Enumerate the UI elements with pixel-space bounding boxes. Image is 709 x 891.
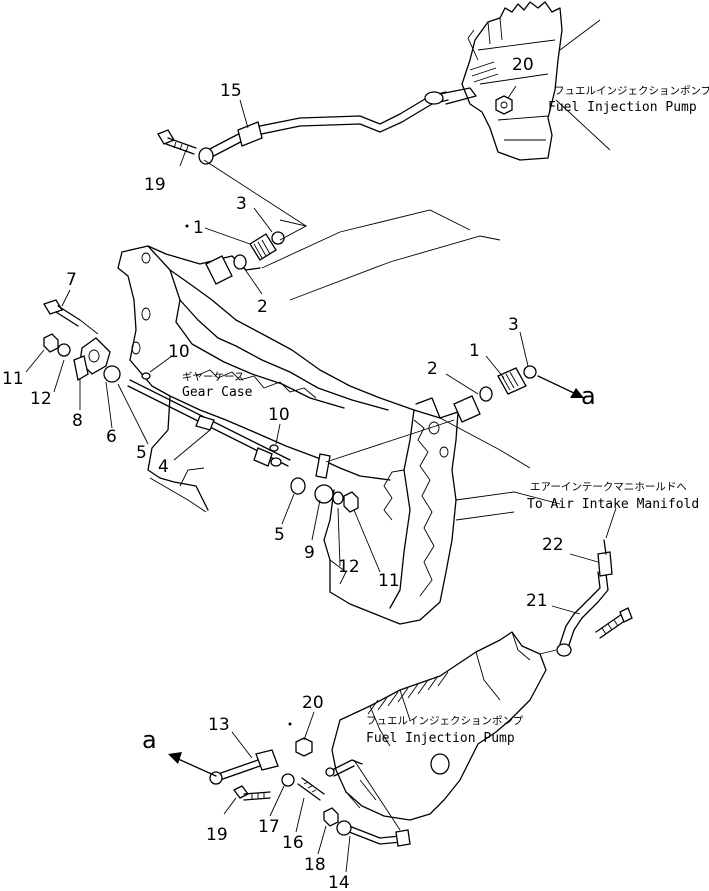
label-gear-case-en: Gear Case	[182, 385, 253, 400]
pipe-21	[556, 539, 613, 657]
callout-7: 7	[66, 270, 77, 290]
ref-a-right: a	[581, 382, 596, 410]
callout-11-left: 11	[2, 369, 24, 389]
fuel-injection-pump-top	[461, 1, 611, 161]
label-fuel-pump-bottom-jp: フュエルインジェクションポンプ	[366, 715, 524, 727]
arrow-ref-a-left	[168, 752, 217, 777]
callout-2-top: 2	[257, 297, 268, 317]
label-fuel-pump-top-en: Fuel Injection Pump	[548, 100, 697, 115]
label-gear-case-jp: ギヤーケース	[182, 371, 244, 383]
bolt-21	[595, 607, 633, 639]
callout-11-right: 11	[378, 571, 400, 591]
pin-10-left	[141, 372, 151, 380]
nut-18	[323, 807, 339, 827]
pipe-15	[198, 87, 477, 165]
label-fuel-pump-bottom-en: Fuel Injection Pump	[366, 731, 515, 746]
washer-17	[281, 773, 295, 787]
bolt-19-bottom	[233, 785, 271, 801]
lever-assembly-right	[290, 453, 359, 513]
callout-9: 9	[304, 543, 315, 563]
leader-lines	[25, 85, 617, 873]
lever-14	[336, 759, 411, 847]
callout-19-bottom: 19	[206, 825, 228, 845]
callout-3-right: 3	[508, 315, 519, 335]
callout-16: 16	[282, 833, 304, 853]
arrow-ref-a-right	[537, 375, 584, 398]
callout-12-right: 12	[338, 557, 360, 577]
callout-2-right: 2	[427, 359, 438, 379]
lever-13	[209, 749, 279, 785]
callout-10-right: 10	[268, 405, 290, 425]
callout-4: 4	[158, 457, 169, 477]
callout-6: 6	[106, 427, 117, 447]
ref-a-left: a	[142, 726, 157, 754]
nut-20-bottom	[295, 737, 313, 757]
pin-10-right	[269, 444, 279, 452]
stud-16	[297, 777, 325, 801]
callout-10-left: 10	[168, 342, 190, 362]
boot-assembly-top	[205, 231, 285, 285]
callout-21: 21	[526, 591, 548, 611]
marker-dot-bottom	[288, 722, 292, 726]
callout-18: 18	[304, 855, 326, 875]
callout-20-bottom: 20	[302, 693, 324, 713]
callout-14: 14	[328, 873, 350, 891]
callout-1-top: 1	[193, 218, 204, 238]
callout-20-top: 20	[512, 55, 534, 75]
callout-13: 13	[208, 715, 230, 735]
marker-dot-top	[185, 224, 189, 228]
boot-assembly-right	[453, 365, 537, 423]
callout-15: 15	[220, 81, 242, 101]
label-air-intake-jp: エアーインテークマニホールドへ	[530, 481, 687, 493]
link-bottom	[325, 759, 363, 777]
callout-5-left: 5	[136, 443, 147, 463]
callout-3-top: 3	[236, 194, 247, 214]
callout-19-top: 19	[144, 175, 166, 195]
fuel-injection-pump-bottom	[331, 631, 557, 821]
label-air-intake-en: To Air Intake Manifold	[527, 497, 699, 512]
bolt-19-top	[157, 129, 197, 155]
callout-17: 17	[258, 817, 280, 837]
callout-8: 8	[72, 411, 83, 431]
nut-20-top	[495, 95, 513, 115]
callout-22: 22	[542, 535, 564, 555]
lever-assembly-left	[43, 299, 121, 383]
callout-5-right: 5	[274, 525, 285, 545]
callout-12-left: 12	[30, 389, 52, 409]
callout-1-right: 1	[469, 341, 480, 361]
label-fuel-pump-top-jp: フュエルインジェクションポンプ	[554, 85, 709, 97]
